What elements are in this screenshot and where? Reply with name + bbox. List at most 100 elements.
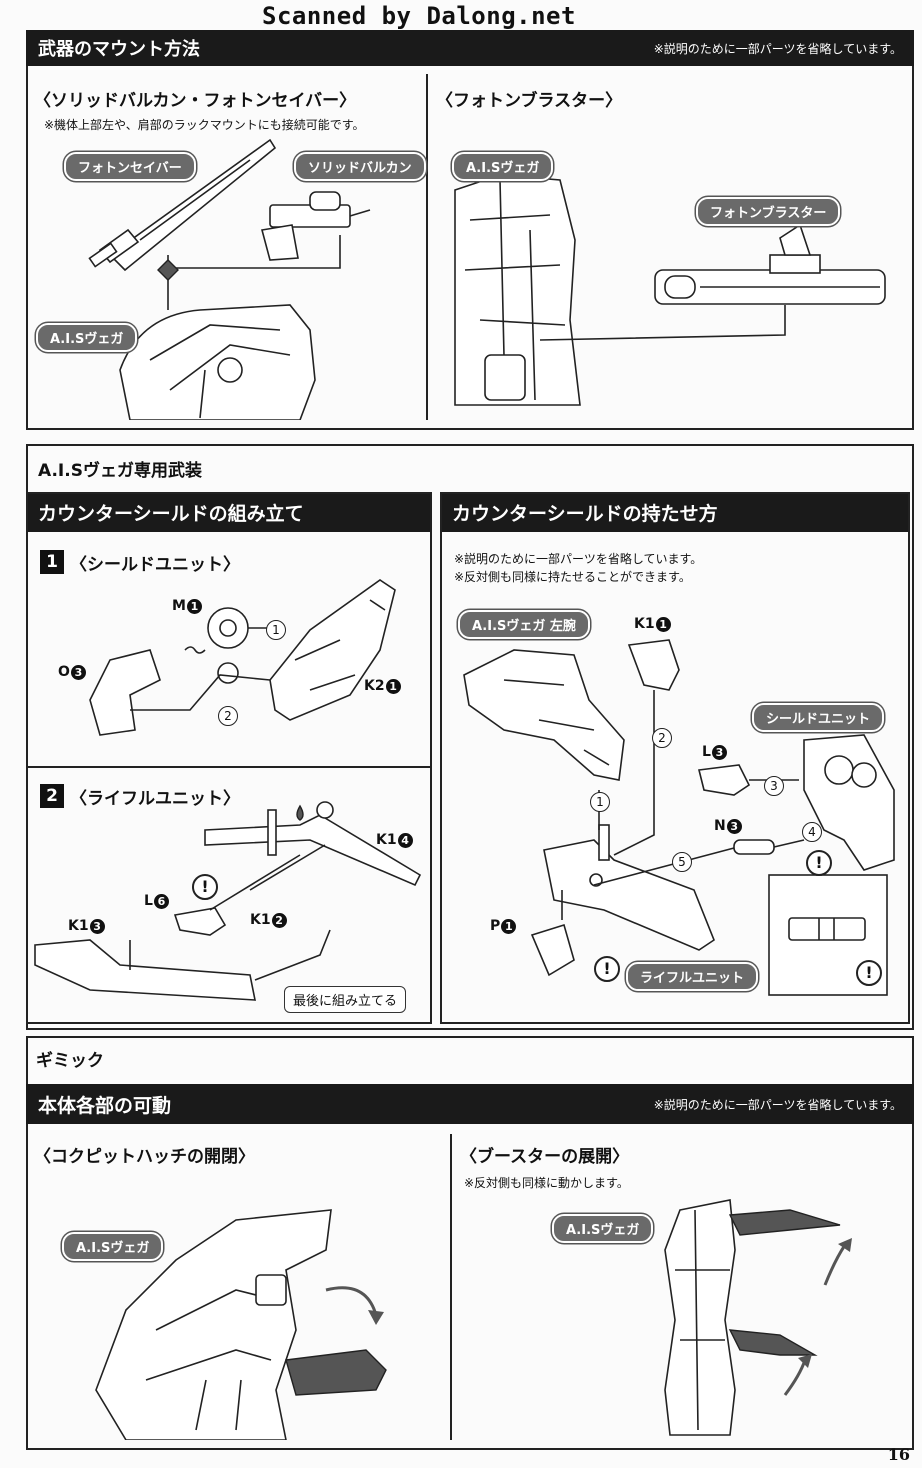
caution-icon-n3: ! bbox=[806, 850, 832, 876]
part-k1-1 bbox=[627, 639, 680, 691]
shield-unit-label: シールドユニット bbox=[752, 703, 885, 732]
booster-illustration bbox=[664, 1199, 852, 1436]
step-1-badge: 1 bbox=[40, 550, 64, 574]
gimmick-section bbox=[26, 1036, 914, 1450]
part-l-6-number: 6 bbox=[153, 893, 169, 909]
rifle-unit-illustration bbox=[34, 801, 422, 1001]
holding-step-1: 1 bbox=[590, 792, 610, 812]
holding-step-4: 4 bbox=[802, 822, 822, 842]
movement-note: ※説明のために一部パーツを省略しています。 bbox=[653, 1097, 902, 1112]
caution-icon-p1: ! bbox=[594, 956, 620, 982]
caution-icon-rifle: ! bbox=[192, 874, 218, 900]
rifle-unit-heading: 〈ライフルユニット〉 bbox=[70, 789, 240, 809]
vulcan-saber-illustration bbox=[88, 138, 371, 420]
holding-note-1: ※説明のために一部パーツを省略しています。 bbox=[454, 552, 703, 566]
part-k1-2-letter: K1 bbox=[250, 912, 271, 928]
part-k1-4 bbox=[204, 814, 422, 887]
movement-title-bar: 本体各部の可動 ※説明のために一部パーツを省略しています。 bbox=[26, 1084, 914, 1124]
shield-holding-title: カウンターシールドの持たせ方 bbox=[452, 502, 718, 525]
part-k2-number: 1 bbox=[385, 678, 401, 694]
booster-vega-label: A.I.Sヴェガ bbox=[552, 1214, 654, 1243]
holding-step-5: 5 bbox=[672, 852, 692, 872]
holding-step-3: 3 bbox=[764, 776, 784, 796]
gimmick-title: ギミック bbox=[36, 1051, 104, 1071]
part-k1-1-number: 1 bbox=[655, 616, 671, 632]
step-2-badge: 2 bbox=[40, 784, 64, 808]
solid-vulcan-label: ソリッドバルカン bbox=[294, 152, 426, 181]
photon-saber-label: フォトンセイバー bbox=[64, 152, 196, 181]
shield-assembly-panel bbox=[26, 492, 432, 1024]
part-o bbox=[89, 649, 161, 736]
vulcan-saber-note: ※機体上部左や、肩部のラックマウントにも接続可能です。 bbox=[44, 118, 365, 132]
vega-cockpit-part bbox=[95, 1209, 332, 1440]
shield-assembly-title: カウンターシールドの組み立て bbox=[38, 502, 304, 525]
part-k1-3 bbox=[34, 939, 256, 1001]
shield-assembly-title-bar: カウンターシールドの組み立て bbox=[26, 492, 432, 532]
photon-blaster-heading: 〈フォトンブラスター〉 bbox=[436, 91, 623, 111]
shield-unit-illustration bbox=[89, 579, 396, 736]
shield-step-1: 1 bbox=[266, 620, 286, 640]
part-k1-1-letter: K1 bbox=[634, 616, 655, 632]
movement-divider bbox=[450, 1134, 452, 1440]
booster-lower-wing bbox=[728, 1329, 818, 1356]
shield-holding-title-bar: カウンターシールドの持たせ方 bbox=[440, 492, 910, 532]
part-k2-letter: K2 bbox=[364, 678, 385, 694]
part-k1-3-number: 3 bbox=[89, 918, 105, 934]
vega-booster-body bbox=[664, 1199, 736, 1436]
part-o-number: 3 bbox=[70, 664, 86, 680]
shield-step-2: 2 bbox=[218, 706, 238, 726]
vega-weapon-title: A.I.Sヴェガ専用武装 bbox=[38, 461, 202, 481]
part-l-3 bbox=[698, 764, 751, 796]
vulcan-saber-heading: 〈ソリッドバルカン・フォトンセイバー〉 bbox=[34, 91, 357, 111]
part-l-3-letter: L bbox=[702, 744, 711, 760]
holding-note-2: ※反対側も同様に持たせることができます。 bbox=[454, 570, 691, 584]
part-k1-4-number: 4 bbox=[397, 832, 413, 848]
part-l-3-number: 3 bbox=[711, 744, 727, 760]
cockpit-hatch-part bbox=[285, 1349, 387, 1396]
photon-blaster-illustration bbox=[454, 174, 886, 406]
watermark: Scanned by Dalong.net bbox=[262, 2, 576, 30]
part-n-3-number: 3 bbox=[726, 818, 742, 834]
part-l-6-letter: L bbox=[144, 893, 153, 909]
assembly-divider bbox=[26, 766, 432, 768]
part-l-6 bbox=[173, 907, 227, 936]
weapon-mount-divider bbox=[426, 74, 428, 420]
part-k1-4-letter: K1 bbox=[376, 832, 397, 848]
booster-heading: 〈ブースターの展開〉 bbox=[460, 1147, 630, 1167]
part-m-number: 1 bbox=[186, 598, 202, 614]
part-p-1-number: 1 bbox=[501, 918, 517, 934]
vega-left-arm-label: A.I.Sヴェガ 左腕 bbox=[458, 610, 590, 639]
vega-left-arm-part bbox=[463, 649, 625, 781]
movement-title: 本体各部の可動 bbox=[38, 1094, 172, 1117]
weapon-mount-note: ※説明のために一部パーツを省略しています。 bbox=[653, 41, 902, 56]
part-m-letter: M bbox=[172, 598, 186, 614]
holding-step-2: 2 bbox=[652, 728, 672, 748]
part-k1-3-letter: K1 bbox=[68, 918, 89, 934]
shield-holding-panel bbox=[440, 492, 910, 1024]
shield-holding-illustration bbox=[463, 639, 895, 996]
weapon-mount-title-bar: 武器のマウント方法 ※説明のために一部パーツを省略しています。 bbox=[26, 30, 914, 66]
part-p-1 bbox=[530, 923, 575, 977]
vega-label-left: A.I.Sヴェガ bbox=[36, 323, 138, 352]
part-k2 bbox=[269, 579, 396, 721]
rifle-unit-label: ライフルユニット bbox=[626, 962, 759, 991]
part-n-3 bbox=[733, 839, 775, 855]
vega-top-part bbox=[119, 304, 316, 420]
booster-note: ※反対側も同様に動かします。 bbox=[464, 1176, 629, 1190]
part-o-letter: O bbox=[58, 664, 70, 680]
part-p-1-letter: P bbox=[490, 918, 501, 934]
caution-icon-detail: ! bbox=[856, 960, 882, 986]
photon-blaster-label: フォトンブラスター bbox=[696, 197, 841, 226]
vega-label-right: A.I.Sヴェガ bbox=[452, 152, 554, 181]
part-k1-2-number: 2 bbox=[271, 912, 287, 928]
page-number: 16 bbox=[887, 1445, 910, 1464]
